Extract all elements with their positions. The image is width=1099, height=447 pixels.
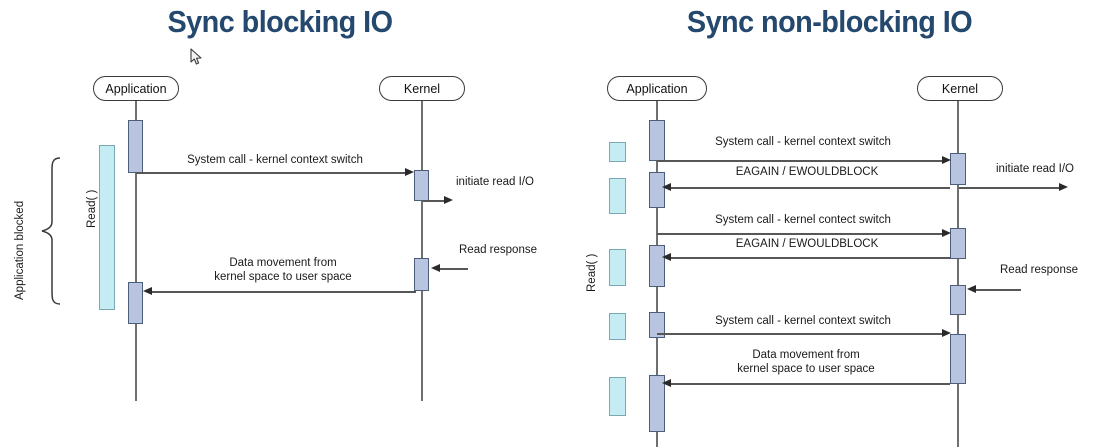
- activation-kernel-right-2: [950, 228, 966, 259]
- message-line-right-r8: [670, 383, 950, 385]
- message-line-right-r2: [670, 187, 950, 189]
- message-label-right-r5: EAGAIN / EWOULDBLOCK: [735, 238, 879, 250]
- message-arrowhead-right-r8: [662, 379, 671, 387]
- actor-kernel-label-right: Kernel: [941, 82, 979, 96]
- message-label-left-m1: System call - kernel context switch: [187, 154, 363, 166]
- message-arrowhead-right-r4: [942, 229, 951, 237]
- message-arrowhead-right-r3: [1059, 183, 1068, 191]
- message-label-left-m3: Read response: [459, 244, 537, 256]
- actor-kernel-left: Kernel: [379, 76, 465, 101]
- sync-non-blocking-io-diagram: Sync non-blocking IO Read( ) Application…: [560, 0, 1099, 447]
- read-poll-box-3: [609, 249, 626, 286]
- message-label-right-r4: System call - kernel contect switch: [715, 214, 891, 226]
- right-diagram-title: Sync non-blocking IO: [686, 4, 973, 39]
- message-label-left-m4: Data movement from kernel space to user …: [150, 256, 416, 284]
- read-poll-box-4: [609, 313, 626, 340]
- message-label-left-m2: initiate read I/O: [456, 176, 534, 188]
- actor-application-label-left: Application: [105, 82, 167, 96]
- message-arrowhead-left-m1: [405, 168, 414, 176]
- message-label-left-m4-line1: Data movement from: [229, 257, 337, 269]
- message-arrowhead-right-r5: [662, 253, 671, 261]
- message-line-right-r6: [976, 289, 1021, 291]
- message-label-right-r1: System call - kernel context switch: [715, 136, 891, 148]
- message-label-right-r7: System call - kernel context switch: [715, 315, 891, 327]
- sync-blocking-io-diagram: Sync blocking IO Application blocked Rea…: [14, 4, 537, 401]
- left-diagram-title: Sync blocking IO: [167, 4, 394, 39]
- activation-application-right-5: [649, 375, 665, 432]
- activation-kernel-right-1: [950, 153, 966, 185]
- message-arrowhead-left-m2: [444, 196, 453, 204]
- activation-application-left-2: [128, 282, 143, 324]
- application-blocked-brace: [41, 157, 61, 305]
- message-arrowhead-left-m4: [143, 287, 152, 295]
- activation-kernel-left-1: [414, 170, 429, 201]
- message-arrowhead-right-r6: [967, 285, 976, 293]
- activation-application-right-4: [649, 312, 665, 338]
- message-line-left-m3: [440, 268, 468, 270]
- message-arrowhead-right-r1: [942, 156, 951, 164]
- message-label-right-r3: initiate read I/O: [996, 163, 1074, 175]
- message-label-right-r6: Read response: [1000, 264, 1078, 276]
- activation-kernel-right-3: [950, 285, 966, 315]
- message-label-right-r8-line2: kernel space to user space: [737, 363, 875, 375]
- application-blocked-label: Application blocked: [14, 200, 26, 300]
- lifeline-kernel-right: [957, 101, 959, 447]
- activation-application-right-3: [649, 245, 665, 287]
- activation-kernel-right-4: [950, 334, 966, 384]
- message-arrowhead-right-r7: [942, 329, 951, 337]
- read-poll-box-5: [609, 377, 626, 416]
- actor-kernel-right: Kernel: [917, 76, 1003, 101]
- read-call-label-left: Read( ): [86, 189, 98, 228]
- actor-kernel-label-left: Kernel: [403, 82, 441, 96]
- activation-kernel-left-2: [414, 258, 429, 291]
- actor-application-label-right: Application: [626, 82, 688, 96]
- message-label-right-r8: Data movement from kernel space to user …: [662, 348, 950, 376]
- activation-application-left-1: [128, 120, 143, 173]
- actor-application-right: Application: [607, 76, 707, 101]
- message-arrowhead-left-m3: [431, 264, 440, 272]
- message-line-right-r5: [670, 257, 950, 259]
- message-line-left-m2: [423, 200, 448, 202]
- read-call-label-right: Read( ): [586, 253, 598, 292]
- message-line-left-m4: [151, 291, 416, 293]
- message-line-right-r3: [959, 187, 1063, 189]
- message-line-left-m1: [136, 172, 410, 174]
- message-line-right-r7: [657, 333, 947, 335]
- message-line-right-r4: [657, 233, 947, 235]
- read-poll-box-2: [609, 178, 626, 214]
- message-label-right-r2: EAGAIN / EWOULDBLOCK: [735, 166, 879, 178]
- lifeline-application-left: [135, 101, 137, 401]
- read-poll-box-1: [609, 142, 626, 162]
- message-line-right-r1: [657, 160, 947, 162]
- message-arrowhead-right-r2: [662, 183, 671, 191]
- lifeline-kernel-left: [421, 101, 423, 401]
- actor-application-left: Application: [93, 76, 179, 101]
- read-duration-bar-left: [99, 145, 115, 310]
- mouse-pointer-icon: [190, 48, 202, 65]
- message-label-right-r8-line1: Data movement from: [752, 349, 860, 361]
- message-label-left-m4-line2: kernel space to user space: [214, 271, 352, 283]
